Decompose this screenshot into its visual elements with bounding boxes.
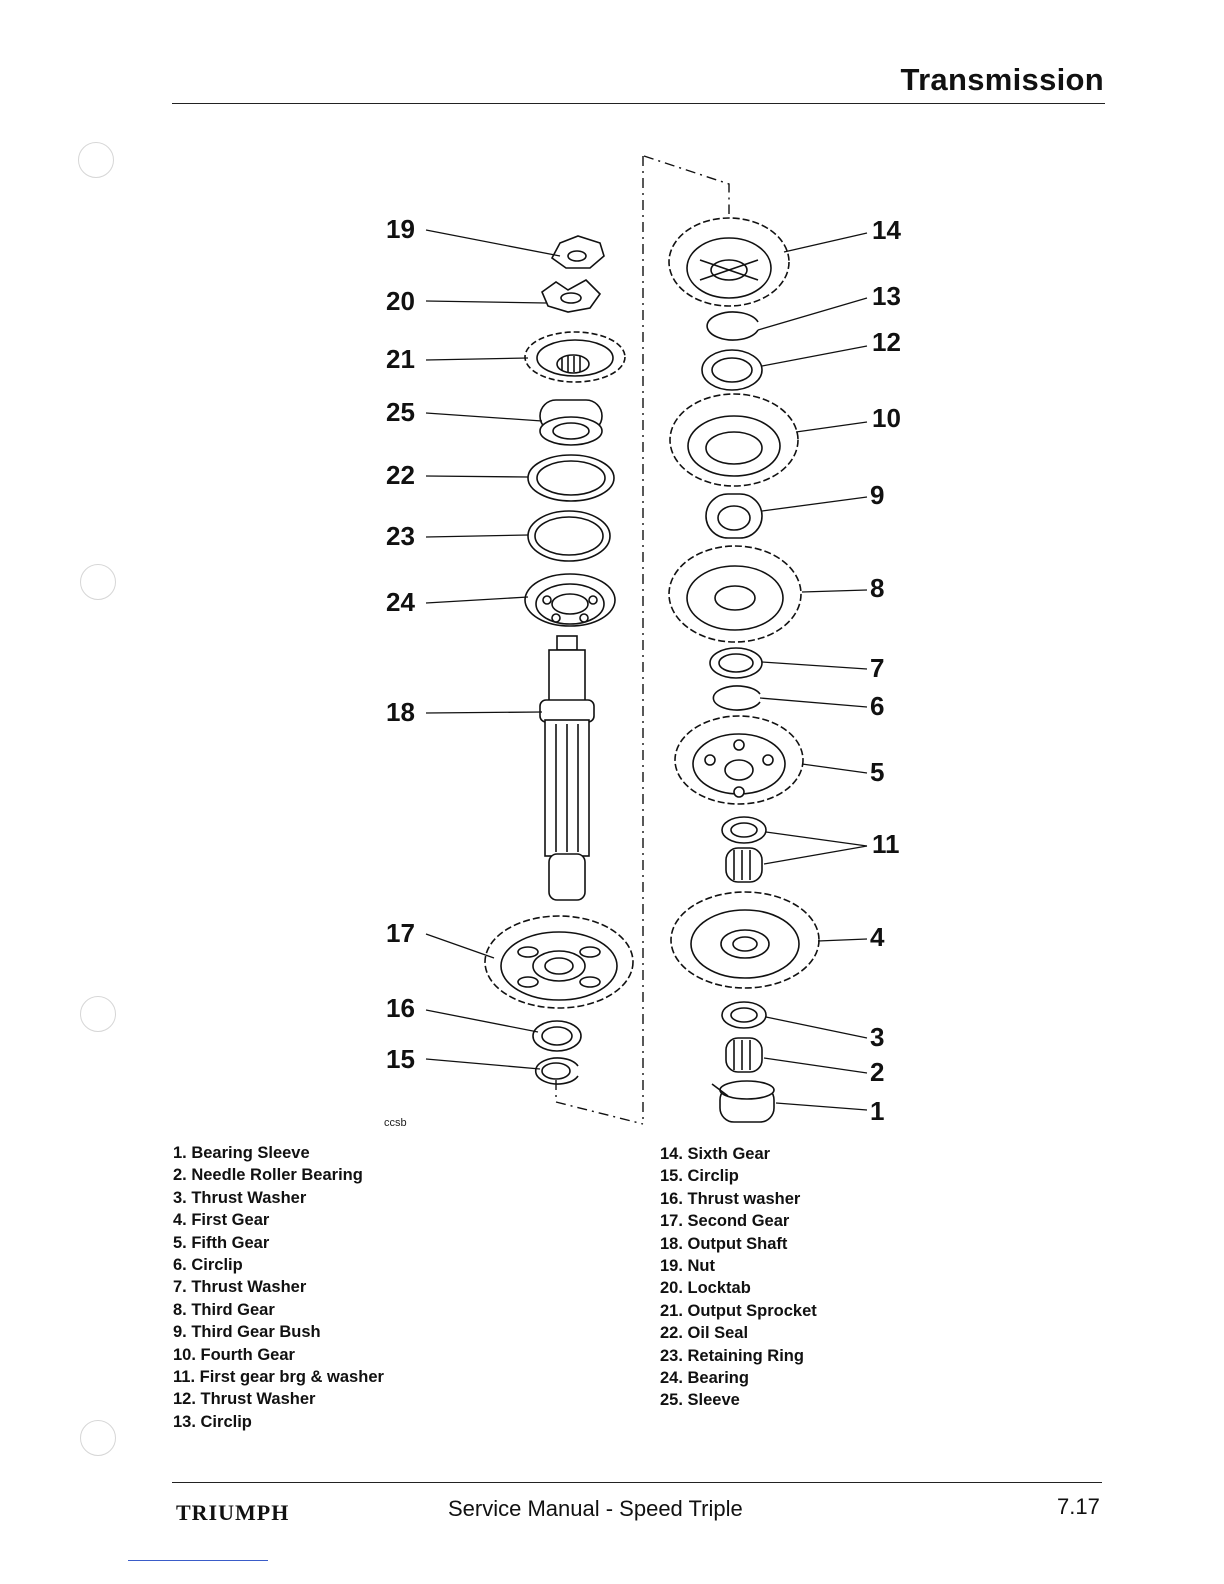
output-shaft-18 bbox=[539, 635, 595, 901]
callout-left: 24 bbox=[386, 587, 415, 617]
legend-item: 17. Second Gear bbox=[660, 1212, 790, 1231]
locktab-20 bbox=[541, 279, 602, 313]
legend-item: 23. Retaining Ring bbox=[660, 1346, 804, 1365]
second-gear-17 bbox=[484, 915, 634, 1009]
third-gear-bush-9 bbox=[705, 493, 763, 539]
callout-right: 12 bbox=[872, 327, 901, 357]
legend-item: 13. Circlip bbox=[173, 1412, 252, 1431]
legend-item: 1. Bearing Sleeve bbox=[173, 1144, 310, 1162]
footer-rule bbox=[172, 1482, 1102, 1483]
fourth-gear-10 bbox=[669, 393, 799, 487]
callout-right: 5 bbox=[870, 757, 884, 787]
punch-hole-mark bbox=[80, 1420, 116, 1456]
figure-code: ccsb bbox=[384, 1117, 407, 1129]
header-rule bbox=[172, 103, 1105, 104]
thrust-washer-7 bbox=[709, 647, 763, 679]
legend-item: 21. Output Sprocket bbox=[660, 1301, 817, 1320]
callout-right: 10 bbox=[872, 403, 901, 433]
legend-item: 7. Thrust Washer bbox=[173, 1278, 307, 1297]
legend-item: 11. First gear brg & washer bbox=[173, 1368, 384, 1387]
callout-right: 8 bbox=[870, 573, 884, 603]
callout-right: 3 bbox=[870, 1022, 884, 1052]
sleeve-25 bbox=[539, 399, 603, 446]
parts-legend-right: 14. Sixth Gear 15. Circlip 16. Thrust wa… bbox=[660, 1143, 817, 1412]
callout-left: 25 bbox=[386, 397, 415, 427]
callout-left: 20 bbox=[386, 286, 415, 316]
legend-item: 9. Third Gear Bush bbox=[173, 1323, 321, 1342]
callout-right: 7 bbox=[870, 653, 884, 683]
legend-item: 12. Thrust Washer bbox=[173, 1390, 316, 1409]
header-title: Transmission bbox=[900, 62, 1104, 97]
retaining-ring-23 bbox=[527, 510, 611, 562]
legend-item: 25. Sleeve bbox=[660, 1391, 740, 1410]
thrust-washer-16 bbox=[532, 1020, 582, 1052]
callout-right: 13 bbox=[872, 281, 901, 311]
circlip-6 bbox=[712, 685, 761, 711]
sprocket-21 bbox=[524, 331, 626, 383]
oil-seal-22 bbox=[527, 454, 615, 502]
legend-item: 5. Fifth Gear bbox=[173, 1233, 270, 1252]
callout-left: 21 bbox=[386, 344, 415, 374]
link-underline bbox=[128, 1560, 268, 1561]
callout-right: 14 bbox=[872, 215, 901, 245]
callout-left: 19 bbox=[386, 214, 415, 244]
callout-right: 2 bbox=[870, 1057, 884, 1087]
exploded-diagram: 19 20 21 25 22 23 24 18 17 16 15 14 13 1… bbox=[384, 155, 901, 1129]
fifth-gear-5 bbox=[674, 715, 804, 805]
circlip-15 bbox=[534, 1057, 579, 1085]
thrust-washer-12 bbox=[701, 349, 763, 391]
callout-right: 11 bbox=[872, 829, 900, 859]
third-gear-8 bbox=[668, 545, 802, 643]
first-gear-4 bbox=[670, 891, 820, 989]
bearing-24 bbox=[524, 573, 616, 627]
legend-item: 8. Third Gear bbox=[173, 1300, 275, 1319]
legend-item: 15. Circlip bbox=[660, 1167, 739, 1186]
callout-left: 15 bbox=[386, 1044, 415, 1074]
parts-legend-left: 1. Bearing Sleeve 2. Needle Roller Beari… bbox=[173, 1142, 384, 1433]
needle-bearing-2 bbox=[725, 1037, 763, 1073]
footer-title: Service Manual - Speed Triple bbox=[448, 1496, 743, 1521]
legend-item: 18. Output Shaft bbox=[660, 1234, 788, 1253]
bearing-sleeve-1 bbox=[711, 1080, 775, 1123]
callout-left: 16 bbox=[386, 993, 415, 1023]
legend-item: 2. Needle Roller Bearing bbox=[173, 1166, 363, 1185]
callout-right: 6 bbox=[870, 691, 884, 721]
sixth-gear-14 bbox=[668, 217, 790, 307]
legend-item: 16. Thrust washer bbox=[660, 1189, 801, 1208]
page-number: 7.17 bbox=[1057, 1494, 1100, 1519]
punch-hole-mark bbox=[80, 996, 116, 1032]
legend-item: 10. Fourth Gear bbox=[173, 1345, 295, 1364]
legend-item: 20. Locktab bbox=[660, 1279, 751, 1298]
legend-item: 22. Oil Seal bbox=[660, 1324, 749, 1343]
punch-hole-mark bbox=[80, 564, 116, 600]
punch-hole-mark bbox=[78, 142, 114, 178]
circlip-13 bbox=[706, 311, 759, 341]
thrust-washer-3 bbox=[721, 1001, 767, 1029]
callout-left: 17 bbox=[386, 918, 415, 948]
callout-right: 1 bbox=[870, 1096, 884, 1126]
callout-left: 18 bbox=[386, 697, 415, 727]
nut-19 bbox=[550, 235, 605, 269]
callout-right: 4 bbox=[870, 922, 885, 952]
callout-left: 23 bbox=[386, 521, 415, 551]
first-gear-bearing-11 bbox=[725, 847, 763, 883]
legend-item: 19. Nut bbox=[660, 1257, 716, 1276]
callout-left: 22 bbox=[386, 460, 415, 490]
callout-right: 9 bbox=[870, 480, 884, 510]
legend-item: 24. Bearing bbox=[660, 1369, 749, 1388]
legend-item: 3. Thrust Washer bbox=[173, 1188, 307, 1207]
legend-item: 6. Circlip bbox=[173, 1256, 243, 1275]
triumph-logo: TRIUMPH bbox=[176, 1500, 290, 1525]
first-gear-washer-11 bbox=[721, 816, 767, 844]
legend-item: 14. Sixth Gear bbox=[660, 1145, 771, 1163]
legend-item: 4. First Gear bbox=[173, 1211, 270, 1230]
